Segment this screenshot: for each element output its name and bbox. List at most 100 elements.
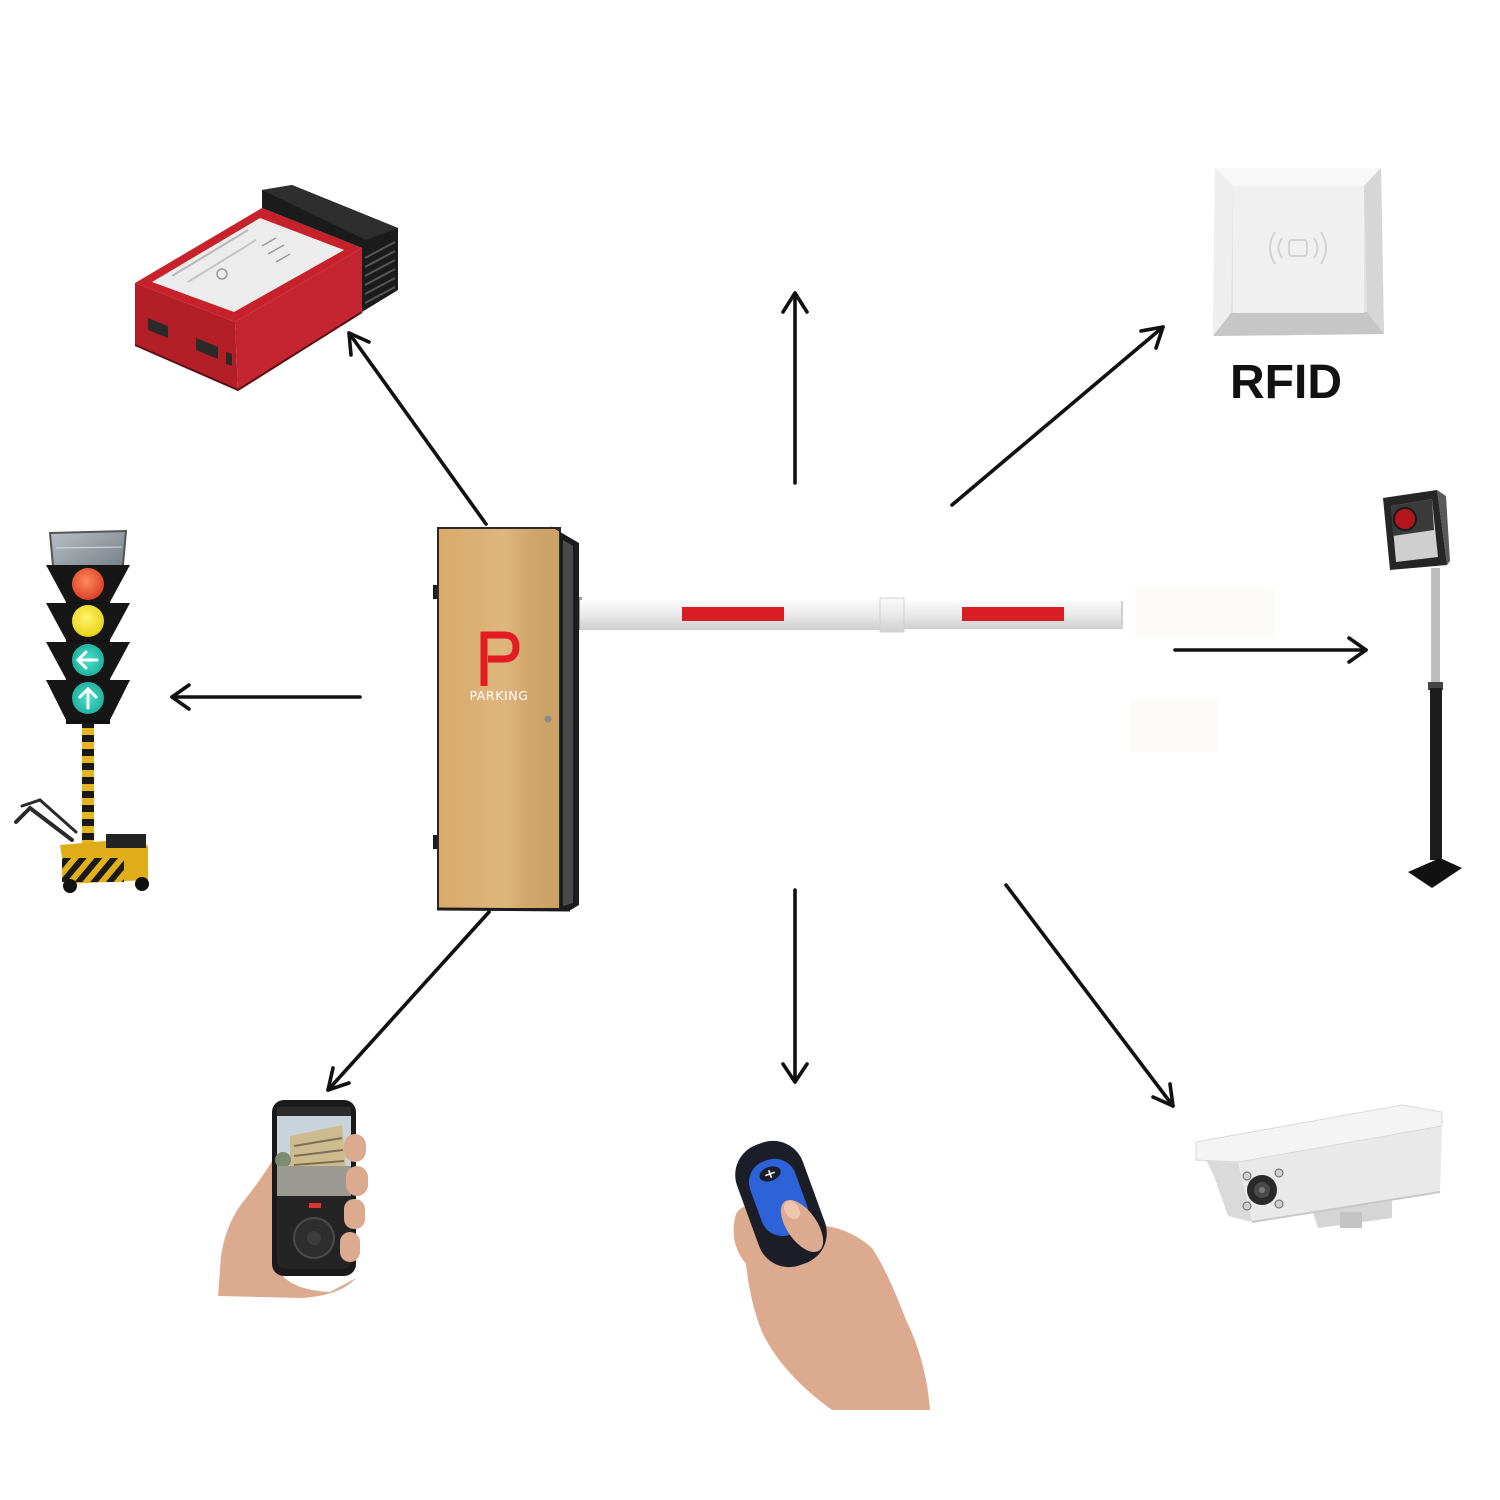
rfid-bevel-top (1215, 168, 1381, 186)
phone-status-bar (277, 1107, 351, 1116)
arrow-to-rfid-reader (950, 325, 1165, 507)
reader-pole-collar (1428, 682, 1443, 690)
boom-arm (566, 597, 1123, 633)
hand-finger (340, 1232, 360, 1262)
camera-body-side (1238, 1126, 1442, 1222)
arrow-head (347, 331, 371, 357)
cart-wheel (135, 877, 149, 891)
arrow-to-remote-control (781, 888, 809, 1084)
loop-detector-bottom-edge (134, 311, 363, 392)
loop-detector-label (152, 218, 344, 312)
arrow-shaft (950, 325, 1165, 507)
arrow-shaft (1004, 883, 1175, 1108)
arrow-head (1151, 1082, 1175, 1108)
reader-pole-upper (1431, 568, 1440, 686)
rfid-face (1233, 186, 1364, 313)
yellow-light (72, 605, 104, 637)
camera-ir-led (1242, 1201, 1252, 1211)
reader-button (1393, 507, 1417, 531)
camera-lens-center (1259, 1187, 1265, 1193)
camera-sun-shield (1195, 1104, 1443, 1163)
reader-base (1408, 858, 1462, 888)
arrow-head (1139, 325, 1165, 350)
remote-control-icon (733, 1140, 930, 1410)
arrow-shaft (347, 331, 488, 526)
camera-front (1206, 1160, 1252, 1222)
rfid-bevel-right (1364, 168, 1384, 334)
screen-ground (277, 1166, 351, 1196)
cart-handle (14, 805, 74, 842)
parking-logo-p (480, 631, 520, 686)
faint-patch (1135, 588, 1275, 638)
label-line (187, 239, 257, 283)
hand-finger (344, 1199, 365, 1229)
connector-port (196, 338, 218, 359)
arrow-to-card-reader (1173, 636, 1368, 664)
cabinet-sheen (439, 529, 559, 908)
rfid-reader-icon (1213, 168, 1384, 336)
end-cap-top (262, 185, 398, 240)
boom-joint (879, 597, 905, 633)
cart-warning-stripes (62, 858, 124, 882)
solar-panel-line (55, 546, 123, 549)
screen-building (290, 1125, 346, 1172)
cart-handle (20, 798, 78, 834)
arrow-head (781, 291, 809, 314)
camera-icon (1195, 1104, 1443, 1228)
reader-pole-lower (1430, 688, 1442, 860)
connector-port (226, 352, 232, 366)
smartphone-icon (218, 1100, 368, 1298)
camera-body-edge (1251, 1191, 1441, 1223)
contactless-icon (1269, 231, 1327, 265)
rfid-bevel-left (1213, 168, 1233, 336)
up-arrow-icon (78, 686, 98, 710)
app-control-center (307, 1231, 321, 1245)
end-cap-vents (364, 241, 396, 304)
parking-brand-label: PARKING (469, 688, 528, 703)
cabinet-tab (433, 585, 438, 599)
camera-ir-led (1274, 1168, 1284, 1178)
barrier-cabinet: PARKING (433, 526, 579, 912)
thumb-nail (783, 1200, 801, 1220)
arrow-to-loop-detector (347, 331, 488, 526)
light-pole (82, 722, 94, 844)
cart-wheel (63, 879, 77, 893)
card-reader-icon (1383, 490, 1462, 888)
fob-symbol (765, 1169, 776, 1178)
app-red-button (309, 1203, 321, 1208)
boom-stripe (682, 607, 784, 621)
screen-building-windows (293, 1137, 345, 1166)
red-light (72, 568, 104, 600)
loop-detector-front-face (135, 283, 238, 390)
arrow-shaft (326, 910, 491, 1092)
loop-detector-side-face (235, 248, 362, 390)
faint-patch (1130, 700, 1218, 752)
left-arrow-icon (75, 650, 99, 670)
cabinet-base (436, 907, 571, 912)
arrow-head (781, 1062, 809, 1084)
screen-tree (275, 1152, 291, 1168)
hand-finger (344, 1134, 366, 1162)
arrow-head (170, 683, 191, 711)
arrow-up (781, 291, 809, 485)
arrow-head (1347, 636, 1368, 664)
hand-palm (218, 1158, 356, 1298)
cabinet-lock (544, 715, 552, 723)
label-symbol (261, 237, 291, 263)
rfid-bevel-bottom (1213, 312, 1384, 336)
cart-battery (106, 834, 146, 848)
arrow-to-smartphone (326, 910, 491, 1092)
rfid-label: RFID (1230, 356, 1342, 409)
hand-finger (346, 1166, 368, 1196)
loop-detector-icon (134, 185, 398, 392)
label-line (171, 229, 249, 277)
camera-mount (1340, 1212, 1362, 1228)
camera-ir-led (1242, 1171, 1252, 1181)
cabinet-tab (433, 835, 438, 849)
barrier-gate-icon: PARKING (433, 526, 1123, 912)
reader-head-side (1437, 490, 1450, 565)
arrow-head (326, 1066, 351, 1092)
arrow-to-traffic-light (170, 683, 362, 711)
traffic-light-icon (14, 529, 149, 893)
